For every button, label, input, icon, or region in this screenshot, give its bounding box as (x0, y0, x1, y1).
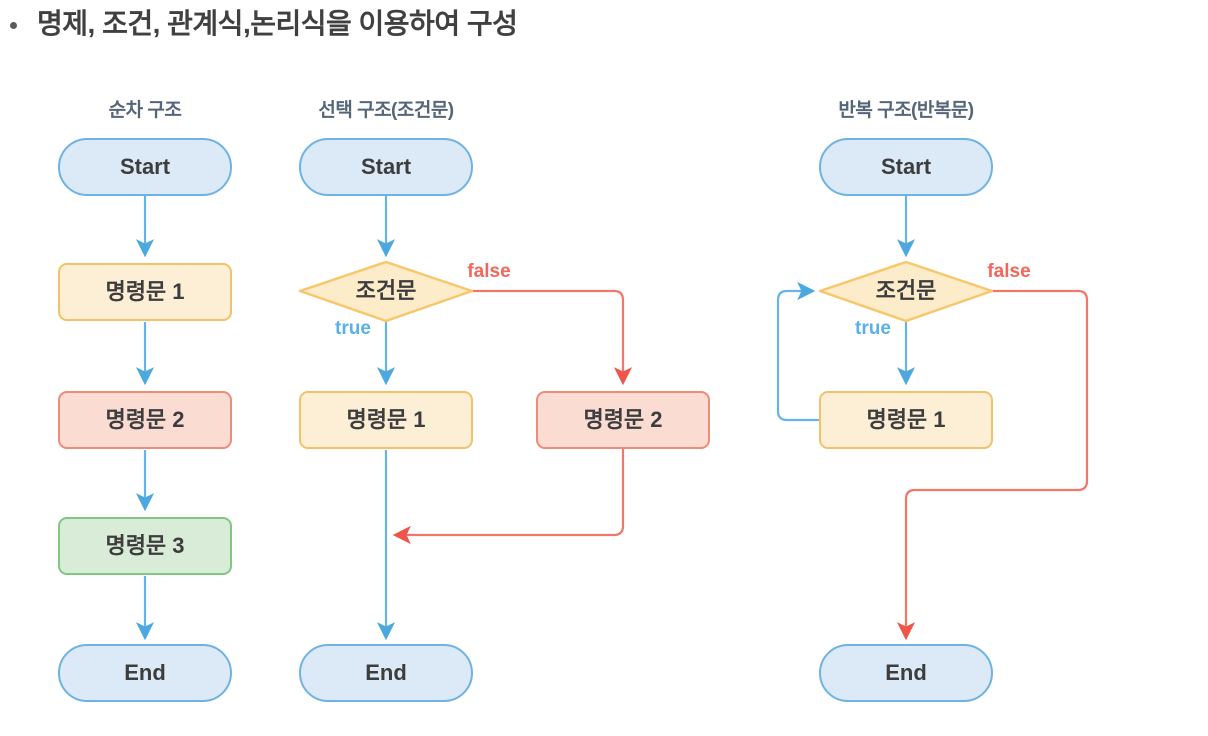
process-shape (299, 391, 473, 449)
node-iteration-start[interactable]: Start (819, 138, 993, 196)
edge-stmt1-loop-back-to-condition (776, 281, 820, 422)
terminator-shape (58, 644, 232, 702)
column-sequence: 순차 구조 Start 명령문 1 명령문 2 (58, 99, 232, 702)
column-title-sequence: 순차 구조 (109, 99, 182, 121)
column-title-selection: 선택 구조(조건문) (318, 99, 453, 121)
edge-stmt2-to-merge (392, 448, 625, 545)
process-shape (536, 391, 710, 449)
terminator-shape (299, 644, 473, 702)
column-iteration: 반복 구조(반복문) true false Start 조건문 (776, 99, 1089, 702)
decision-shape (298, 260, 474, 323)
node-selection-stmt2[interactable]: 명령문 2 (536, 391, 710, 449)
node-sequence-stmt3[interactable]: 명령문 3 (58, 517, 232, 575)
node-selection-stmt1[interactable]: 명령문 1 (299, 391, 473, 449)
terminator-shape (58, 138, 232, 196)
node-sequence-stmt2[interactable]: 명령문 2 (58, 391, 232, 449)
node-selection-start[interactable]: Start (299, 138, 473, 196)
node-label: 명령문 1 (105, 279, 184, 304)
edge-label-true: true (335, 318, 371, 339)
node-selection-end[interactable]: End (299, 644, 473, 702)
node-label: 명령문 1 (866, 407, 945, 432)
process-shape (819, 391, 993, 449)
node-label: Start (881, 154, 932, 179)
node-label: 명령문 2 (583, 407, 662, 432)
node-label: 조건문 (876, 278, 937, 303)
node-label: 명령문 1 (346, 407, 425, 432)
node-label: End (365, 660, 407, 685)
node-label: 조건문 (356, 278, 417, 303)
node-label: Start (120, 154, 171, 179)
edge-label-true: true (855, 318, 891, 339)
process-shape (58, 517, 232, 575)
node-iteration-condition[interactable]: 조건문 (818, 260, 994, 323)
column-title-iteration: 반복 구조(반복문) (838, 99, 973, 121)
node-sequence-end[interactable]: End (58, 644, 232, 702)
column-selection: 선택 구조(조건문) true false Start 조건문 (298, 99, 710, 702)
edge-label-false: false (467, 261, 510, 282)
terminator-shape (299, 138, 473, 196)
edge-label-false: false (987, 261, 1030, 282)
process-shape (58, 391, 232, 449)
node-sequence-stmt1[interactable]: 명령문 1 (58, 263, 232, 321)
edge-condition-false-to-end (896, 289, 1089, 641)
node-label: 명령문 3 (105, 533, 184, 558)
decision-shape (818, 260, 994, 323)
edge-condition-false-to-stmt2 (472, 289, 633, 386)
page-title: 명제, 조건, 관계식,논리식을 이용하여 구성 (37, 8, 518, 39)
node-label: 명령문 2 (105, 407, 184, 432)
bullet-dot-icon (10, 22, 17, 29)
node-sequence-start[interactable]: Start (58, 138, 232, 196)
node-label: End (885, 660, 927, 685)
node-label: End (124, 660, 166, 685)
node-label: Start (361, 154, 412, 179)
bullet-heading: 명제, 조건, 관계식,논리식을 이용하여 구성 (10, 6, 518, 41)
node-iteration-end[interactable]: End (819, 644, 993, 702)
node-iteration-stmt1[interactable]: 명령문 1 (819, 391, 993, 449)
terminator-shape (819, 644, 993, 702)
terminator-shape (819, 138, 993, 196)
node-selection-condition[interactable]: 조건문 (298, 260, 474, 323)
process-shape (58, 263, 232, 321)
